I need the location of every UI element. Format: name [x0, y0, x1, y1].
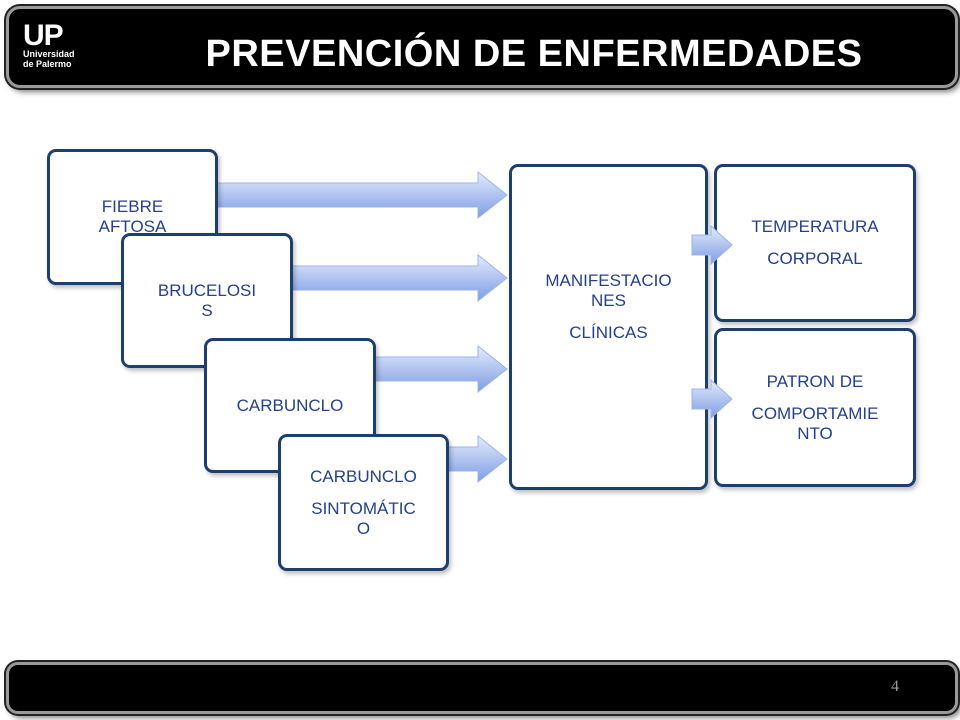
arrow-disease-3 [367, 344, 508, 394]
disease-label-line: SINTOMÁTIC [311, 498, 416, 518]
center-box-manifestaciones-clinicas: MANIFESTACIO NES CLÍNICAS [509, 164, 708, 490]
footer-bar: 4 [6, 662, 958, 714]
page-number: 4 [891, 678, 899, 695]
center-label-line: MANIFESTACIO [545, 271, 672, 290]
disease-label-line: O [356, 518, 371, 538]
outcome-label-line: COMPORTAMIE [751, 403, 879, 423]
logo-mark: UP [23, 19, 64, 52]
arrow-outcome-2 [691, 378, 733, 420]
outcome-box-temperatura-corporal: TEMPERATURA CORPORAL [714, 164, 916, 322]
disease-box-carbunclo-sintomatico: CARBUNCLO SINTOMÁTIC O [278, 434, 449, 571]
outcome-label-line: TEMPERATURA [751, 217, 879, 236]
disease-label-line: BRUCELOSI [157, 280, 257, 300]
disease-label-line: AFTOSA [98, 217, 167, 236]
center-label-line: CLÍNICAS [569, 323, 648, 342]
outcome-label-line: PATRON DE [766, 371, 864, 391]
arrow-disease-2 [284, 253, 508, 303]
outcome-box-patron-comportamiento: PATRON DE COMPORTAMIE NTO [714, 328, 916, 487]
logo-line-1: Universidad [23, 49, 75, 59]
outcome-label-line: NTO [797, 423, 833, 443]
header-bar: UP Universidad de Palermo PREVENCIÓN DE … [6, 6, 958, 88]
outcome-label-line: CORPORAL [767, 249, 863, 268]
logo-line-2: de Palermo [23, 59, 72, 69]
disease-label-line: S [201, 300, 213, 320]
slide-title: PREVENCIÓN DE ENFERMEDADES [205, 33, 863, 75]
university-logo: UP Universidad de Palermo [23, 19, 75, 70]
center-label-line: NES [591, 291, 626, 310]
disease-label-line: CARBUNCLO [236, 395, 344, 415]
arrow-outcome-1 [691, 224, 733, 266]
disease-label-line: FIEBRE [101, 197, 164, 216]
arrow-disease-1 [209, 170, 508, 220]
disease-label-line: CARBUNCLO [310, 466, 417, 486]
